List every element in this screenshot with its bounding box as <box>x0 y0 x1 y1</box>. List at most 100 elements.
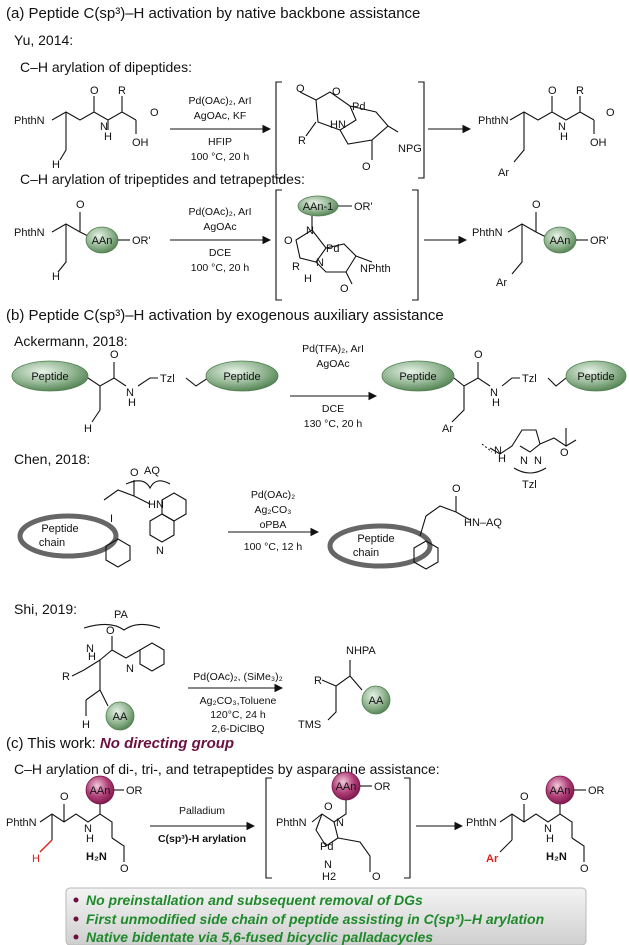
peptide-bead-left <box>11 360 89 392</box>
hn-aq-label: HN–AQ <box>464 517 502 529</box>
svg-text:O: O <box>474 349 483 361</box>
yu-dipeptide-substrate: PhthN O H N R OH O H <box>14 85 159 171</box>
highlight-2: First unmodified side chain of peptide a… <box>86 911 544 927</box>
svg-text:Tzl: Tzl <box>160 373 175 385</box>
svg-text:chain: chain <box>39 537 65 549</box>
svg-text:PhthN: PhthN <box>6 817 37 829</box>
pa-label: PA <box>114 609 129 621</box>
thiswork-product: PhthN Ar O N H AAn OR O H₂N <box>466 775 605 875</box>
svg-text:Peptide: Peptide <box>357 533 394 545</box>
svg-text:AAn-1: AAn-1 <box>303 201 334 213</box>
aa-bead <box>105 701 135 731</box>
svg-text:N: N <box>84 823 92 835</box>
svg-text:N: N <box>520 455 528 467</box>
nphth-label: NPhth <box>360 263 391 275</box>
svg-text:H: H <box>304 273 312 285</box>
npg-label: NPG <box>398 143 422 155</box>
chen-additive: Ag₂CO₃ <box>255 504 292 516</box>
svg-text:O: O <box>452 483 461 495</box>
ackermann-solvent: DCE <box>322 403 344 415</box>
yu1-conditions: 100 °C, 20 h <box>191 151 250 163</box>
thiswork-reagent: Palladium <box>179 805 225 817</box>
svg-text:O: O <box>520 791 529 803</box>
svg-text:R: R <box>314 675 322 687</box>
yu-subtitle-dipeptides: C–H arylation of dipeptides: <box>20 59 192 75</box>
svg-text:O: O <box>120 863 129 875</box>
svg-text:AA: AA <box>369 695 384 707</box>
svg-text:N: N <box>558 121 566 133</box>
section-b-title: (b) Peptide C(sp³)–H activation by exoge… <box>6 307 444 324</box>
svg-text:AAn: AAn <box>336 781 357 793</box>
svg-text:N: N <box>86 643 94 655</box>
svg-text:AAn: AAn <box>92 235 113 247</box>
svg-text:I: I <box>110 513 113 525</box>
yu-subtitle-tripeptides: C–H arylation of tripeptides and tetrape… <box>20 171 305 187</box>
svg-text:H2: H2 <box>322 871 336 883</box>
chen-reagent: Pd(OAc)₂ <box>251 489 295 501</box>
yu1-reagent: Pd(OAc)₂, ArI <box>188 95 251 107</box>
svg-text:H: H <box>546 833 554 845</box>
svg-text:Peptide: Peptide <box>577 371 614 383</box>
section-c-subtitle: C–H arylation of di-, tri-, and tetrapep… <box>14 761 440 777</box>
ar-label: Ar <box>498 167 509 179</box>
svg-text:R: R <box>118 85 126 97</box>
svg-text:O: O <box>606 107 615 119</box>
yu1-palladacycle-intermediate: O O Pd HN R O NPG <box>275 81 425 179</box>
svg-text:PhthN: PhthN <box>472 227 503 239</box>
chen-product: Peptide chain O HN–AQ <box>327 483 502 570</box>
shi-extra: 2,6-DiClBQ <box>211 723 264 735</box>
yu1-solvent: HFIP <box>208 136 232 148</box>
aq-label: AQ <box>144 465 160 477</box>
chen-conditions: 100 °C, 12 h <box>244 541 303 553</box>
shi-product: NHPA R TMS AA <box>298 645 391 731</box>
shi-substrate: PA O H N R H N AA <box>62 609 165 731</box>
highlight-3: Native bidentate via 5,6-fused bicyclic … <box>86 929 433 945</box>
yu2-conditions: 100 °C, 20 h <box>191 262 250 274</box>
ackermann-additive: AgOAc <box>316 358 349 370</box>
pd-label: Pd <box>352 101 365 113</box>
svg-text:O: O <box>532 199 541 211</box>
svg-text:R: R <box>576 85 584 97</box>
svg-text:PhthN: PhthN <box>466 817 497 829</box>
svg-text:N: N <box>306 225 314 237</box>
author-ackermann: Ackermann, 2018: <box>14 333 128 349</box>
shi-additive: Ag₂CO₃,Toluene <box>200 695 277 707</box>
shi-reagent: Pd(OAc)₂, (SiMe₃)₂ <box>193 671 282 683</box>
ackermann-product: Peptide O N H Tzl Ar Peptide H N N N O T… <box>381 349 627 491</box>
svg-text:OR': OR' <box>132 235 151 247</box>
svg-text:N: N <box>126 663 134 675</box>
svg-text:Pd: Pd <box>326 243 339 255</box>
svg-text:AAn: AAn <box>550 235 571 247</box>
svg-text:Pd: Pd <box>320 841 333 853</box>
yu2-reagent: Pd(OAc)₂, ArI <box>188 206 251 218</box>
svg-text:O: O <box>362 161 371 173</box>
svg-text:H: H <box>88 651 96 663</box>
chen-oxidant: oPBA <box>260 519 287 531</box>
highlight-1: No preinstallation and subsequent remova… <box>86 892 423 908</box>
thiswork-intermediate: PhthN AAn OR O N Pd N H2 O <box>265 771 411 883</box>
svg-text:N: N <box>494 445 502 457</box>
svg-text:N: N <box>490 387 498 399</box>
svg-text:N: N <box>126 387 134 399</box>
shi-conditions: 120°C, 24 h <box>210 709 266 721</box>
svg-text:O: O <box>324 801 333 813</box>
svg-text:H: H <box>84 423 92 435</box>
ar-red-label: Ar <box>486 853 499 865</box>
svg-text:PhthN: PhthN <box>478 115 509 127</box>
svg-text:Tzl: Tzl <box>522 373 537 385</box>
thiswork-conditions: C(sp³)-H arylation <box>158 833 246 845</box>
svg-text:Ar: Ar <box>442 423 453 435</box>
section-c-highlight: No directing group <box>100 735 234 752</box>
svg-text:N: N <box>534 455 542 467</box>
phthn-label: PhthN <box>14 115 45 127</box>
svg-text:H₂N: H₂N <box>86 851 107 863</box>
svg-text:R: R <box>298 135 306 147</box>
svg-text:OR': OR' <box>590 235 609 247</box>
svg-text:AAn: AAn <box>90 785 111 797</box>
svg-text:PhthN: PhthN <box>14 227 45 239</box>
svg-text:OR: OR <box>588 785 605 797</box>
svg-text:H₂N: H₂N <box>546 851 567 863</box>
yu-dipeptide-product: PhthN O N H R OH O Ar <box>478 85 615 179</box>
svg-text:O: O <box>60 791 69 803</box>
svg-text:chain: chain <box>353 547 379 559</box>
